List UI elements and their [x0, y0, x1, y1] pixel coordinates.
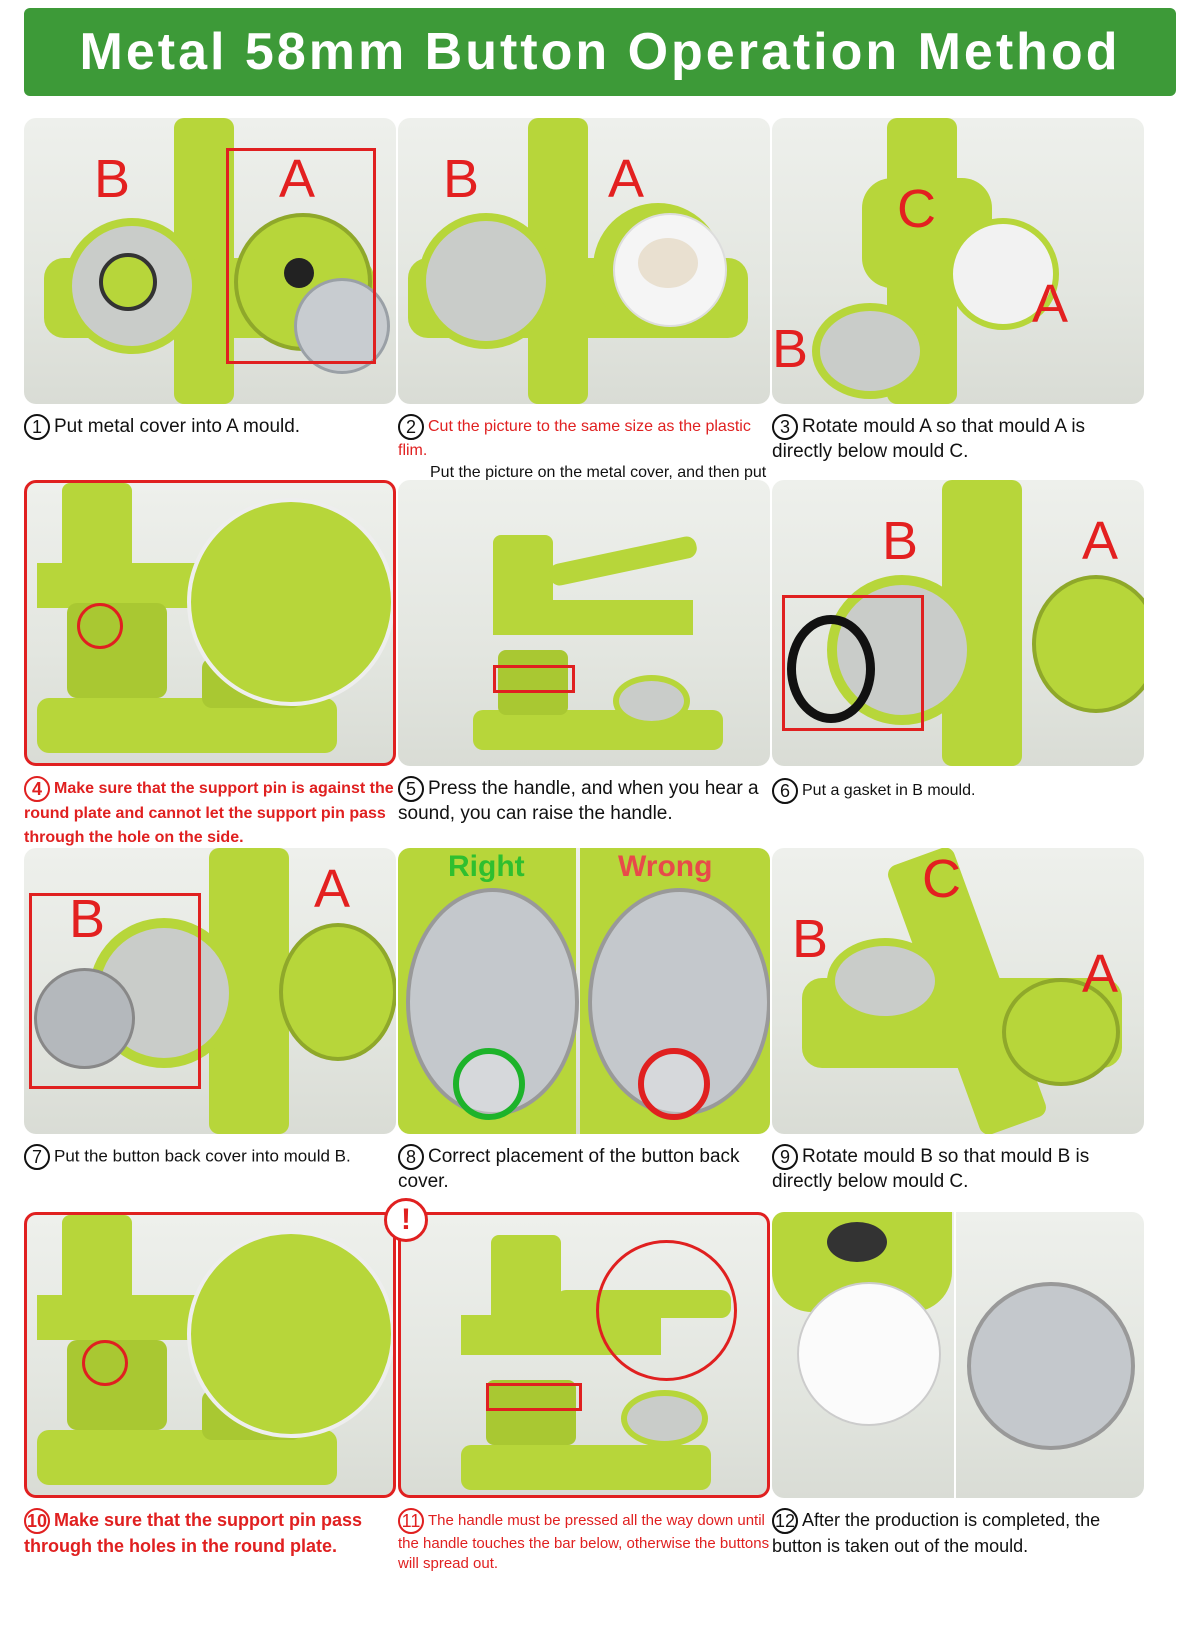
- label-a: A: [1082, 944, 1119, 1004]
- step-4-photo: [24, 480, 396, 766]
- step-12-photo: [772, 1212, 1144, 1498]
- label-a: A: [1032, 274, 1069, 334]
- label-right: Right: [448, 850, 525, 883]
- step-3-photo: C A B: [772, 118, 1144, 404]
- step-10-photo: [24, 1212, 396, 1498]
- page-title: Metal 58mm Button Operation Method: [79, 23, 1121, 81]
- step-5-photo: [398, 480, 770, 766]
- label-c: C: [922, 849, 961, 909]
- warning-icon: !: [384, 1198, 428, 1242]
- label-b: B: [772, 319, 809, 379]
- step-2-photo: B A: [398, 118, 770, 404]
- step-6-photo: B A: [772, 480, 1144, 766]
- label-b: B: [69, 889, 106, 949]
- label-a: A: [608, 149, 645, 209]
- step-8-photo: Right Wrong: [398, 848, 770, 1134]
- label-c: C: [897, 179, 936, 239]
- label-a: A: [279, 149, 316, 209]
- step-11-photo: [398, 1212, 770, 1498]
- label-a: A: [314, 859, 351, 919]
- step-1-photo: B A: [24, 118, 396, 404]
- label-wrong: Wrong: [618, 850, 713, 883]
- label-a: A: [1082, 511, 1119, 571]
- step-9-photo: C B A: [772, 848, 1144, 1134]
- label-b: B: [792, 909, 829, 969]
- label-b: B: [443, 149, 480, 209]
- label-b: B: [94, 149, 131, 209]
- step-7-photo: B A: [24, 848, 396, 1134]
- page-title-banner: Metal 58mm Button Operation Method: [24, 8, 1176, 96]
- label-b: B: [882, 511, 919, 571]
